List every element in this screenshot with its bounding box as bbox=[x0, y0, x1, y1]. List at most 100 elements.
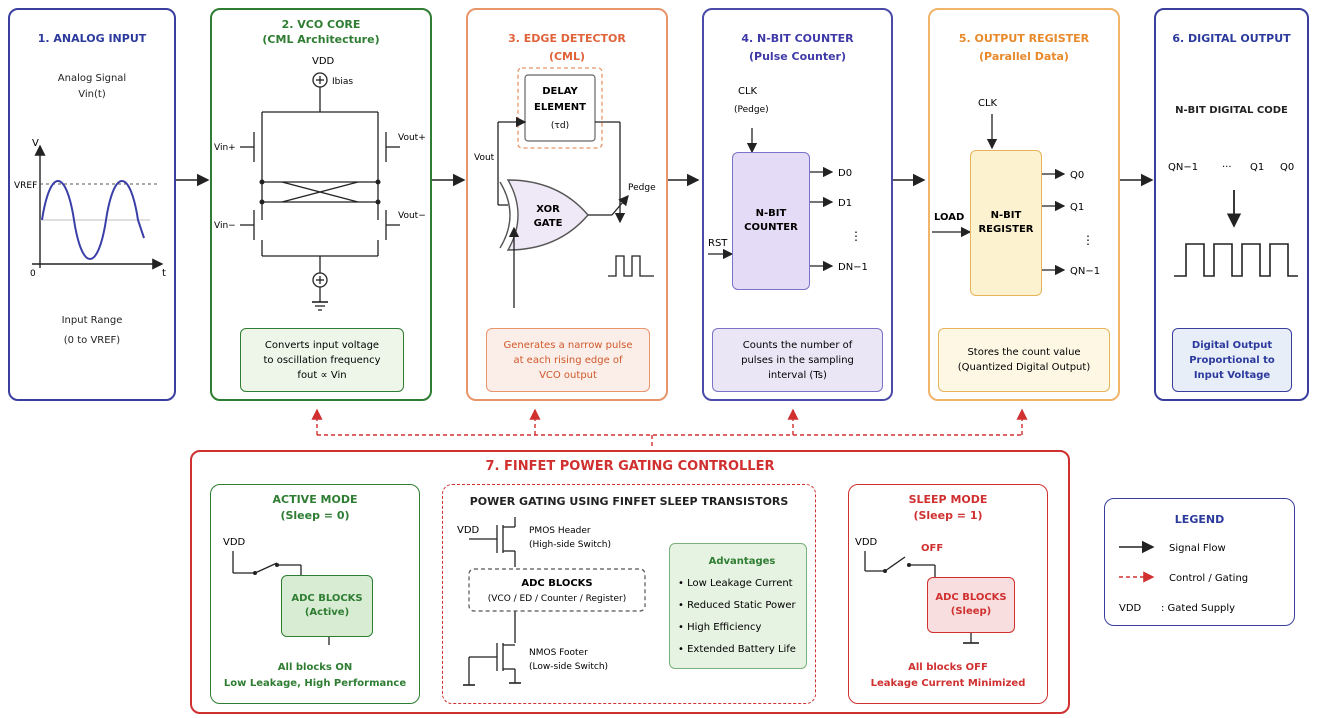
digital-description-box: Digital Output Proportional to Input Vol… bbox=[1172, 328, 1292, 392]
panel-subtitle: (Parallel Data) bbox=[979, 50, 1069, 63]
xor-label-1: XOR bbox=[536, 204, 560, 215]
vref-label: VREF bbox=[14, 181, 37, 191]
legend-entries: Signal Flow Control / Gating VDD : Gated… bbox=[1119, 540, 1248, 614]
legend-signal-flow: Signal Flow bbox=[1169, 543, 1226, 554]
panel-title: 6. DIGITAL OUTPUT bbox=[1172, 32, 1291, 45]
sine-wave-plot: V VREF 0 t bbox=[14, 138, 166, 278]
vdd-label: VDD bbox=[312, 56, 335, 67]
adc-label-2: (VCO / ED / Counter / Register) bbox=[488, 594, 626, 604]
panel-title: 2. VCO CORE bbox=[281, 18, 361, 31]
off-label: OFF bbox=[921, 543, 943, 554]
panel-title: 3. EDGE DETECTOR bbox=[508, 32, 626, 45]
vco-core-panel: 2. VCO CORE (CML Architecture) bbox=[210, 8, 432, 401]
pedge-label: Pedge bbox=[628, 183, 656, 193]
digital-pulse-train bbox=[1174, 243, 1298, 277]
delay-label-2: ELEMENT bbox=[534, 102, 586, 113]
analog-sine-wave bbox=[41, 180, 145, 260]
bit-0-label: Q0 bbox=[1280, 162, 1294, 173]
advantage-item: • Low Leakage Current bbox=[678, 578, 793, 589]
range-label: Input Range bbox=[61, 315, 123, 326]
advantage-item: • Extended Battery Life bbox=[678, 644, 796, 655]
digital-code-graphic: QN−1 ··· Q1 Q0 bbox=[1168, 162, 1298, 277]
out-q0-label: Q0 bbox=[1070, 170, 1084, 181]
range-value: (0 to VREF) bbox=[63, 335, 121, 346]
panel-title: 1. ANALOG INPUT bbox=[37, 32, 147, 45]
control-bus bbox=[311, 408, 1028, 449]
vin-plus-label: Vin+ bbox=[214, 143, 236, 153]
vout-plus-label: Vout+ bbox=[398, 133, 426, 143]
axis-t-label: t bbox=[162, 268, 166, 278]
desc-line: interval (Ts) bbox=[768, 369, 827, 381]
legend-control: Control / Gating bbox=[1169, 573, 1248, 584]
panel-title: 5. OUTPUT REGISTER bbox=[958, 32, 1090, 45]
clk-label: CLK bbox=[978, 98, 998, 109]
advantage-item: • Reduced Static Power bbox=[678, 600, 796, 611]
vout-minus-label: Vout− bbox=[398, 211, 426, 221]
panel-title: 4. N-BIT COUNTER bbox=[741, 32, 854, 45]
xor-gate-symbol bbox=[506, 179, 589, 251]
delay-label-1: DELAY bbox=[542, 86, 578, 97]
center-title: POWER GATING USING FINFET SLEEP TRANSIST… bbox=[469, 495, 789, 508]
sleep-adc-block: ADC BLOCKS (Sleep) bbox=[927, 577, 1015, 633]
desc-line: to oscillation frequency bbox=[263, 354, 381, 366]
sleep-switch-diagram: VDD OFF bbox=[855, 537, 979, 644]
active-switch-diagram: VDD bbox=[223, 537, 330, 645]
desc-formula: fout ∝ Vin bbox=[297, 369, 347, 381]
rst-label: RST bbox=[708, 238, 728, 249]
block-line: N-BIT bbox=[990, 210, 1022, 221]
advantages-title: Advantages bbox=[708, 556, 776, 567]
desc-line: Stores the count value bbox=[967, 347, 1081, 358]
power-gating-detail-box: POWER GATING USING FINFET SLEEP TRANSIST… bbox=[442, 484, 816, 704]
desc-line: Proportional to bbox=[1189, 354, 1275, 366]
vout-label: Vout bbox=[474, 153, 495, 163]
desc-line: Generates a narrow pulse bbox=[503, 339, 633, 351]
vdd-label: VDD bbox=[855, 537, 878, 548]
register-panel: 5. OUTPUT REGISTER (Parallel Data) CLK L… bbox=[928, 8, 1120, 401]
block-line: (Sleep) bbox=[950, 606, 992, 617]
out-d0-label: D0 bbox=[838, 168, 852, 179]
legend-box: LEGEND Signal Flow Control / Gating VDD … bbox=[1104, 498, 1295, 626]
vco-description-box: Converts input voltage to oscillation fr… bbox=[240, 328, 404, 392]
out-d1-label: D1 bbox=[838, 198, 852, 209]
nmos-label-1: NMOS Footer bbox=[529, 648, 588, 658]
axis-v-label: V bbox=[32, 138, 39, 149]
panel-subtitle: (Pulse Counter) bbox=[749, 50, 846, 63]
sleep-transistor-schematic: VDD PMOS Header (High-side Switch) ADC B… bbox=[457, 517, 646, 686]
vco-schematic: VDD Ibias Vin+ Vin− Vout+ Vout− bbox=[214, 56, 426, 311]
bit-1-label: Q1 bbox=[1250, 162, 1264, 173]
signal-symbol: Vin(t) bbox=[78, 89, 106, 100]
clk-label: CLK bbox=[738, 86, 758, 97]
axis-zero-label: 0 bbox=[30, 269, 36, 278]
out-q1-label: Q1 bbox=[1070, 202, 1084, 213]
panel-title: 7. FINFET POWER GATING CONTROLLER bbox=[485, 459, 775, 474]
desc-line: Digital Output bbox=[1191, 339, 1273, 351]
legend-title: LEGEND bbox=[1174, 513, 1225, 526]
edge-detector-panel: 3. EDGE DETECTOR (CML) Vout DELAY ELEMEN… bbox=[466, 8, 668, 401]
sleep-footnote-1: All blocks OFF bbox=[908, 662, 988, 673]
sleep-subtitle: (Sleep = 1) bbox=[913, 509, 983, 522]
out-dots: ⋮ bbox=[850, 229, 862, 243]
edge-description-box: Generates a narrow pulse at each rising … bbox=[486, 328, 650, 392]
sleep-mode-box: SLEEP MODE (Sleep = 1) VDD OFF ADC BLOCK… bbox=[848, 484, 1048, 704]
block-line: ADC BLOCKS bbox=[935, 592, 1007, 603]
advantage-item: • High Efficiency bbox=[678, 622, 762, 633]
out-dots: ⋮ bbox=[1082, 233, 1094, 247]
legend-vdd: VDD bbox=[1119, 603, 1142, 614]
signal-label: Analog Signal bbox=[57, 73, 127, 84]
vdd-label: VDD bbox=[457, 525, 480, 536]
out-dn-label: DN−1 bbox=[838, 262, 868, 273]
counter-panel: 4. N-BIT COUNTER (Pulse Counter) CLK (Pe… bbox=[702, 8, 893, 401]
sleep-footnote-2: Leakage Current Minimized bbox=[870, 678, 1026, 689]
counter-description-box: Counts the number of pulses in the sampl… bbox=[712, 328, 883, 392]
edge-detector-schematic: Vout DELAY ELEMENT (τd) XOR GATE Pedge bbox=[474, 67, 656, 308]
nmos-label-2: (Low-side Switch) bbox=[529, 662, 608, 672]
legend-gated: : Gated Supply bbox=[1161, 603, 1235, 614]
sleep-title: SLEEP MODE bbox=[908, 493, 988, 506]
block-line: REGISTER bbox=[978, 224, 1034, 235]
desc-line: VCO output bbox=[539, 369, 597, 381]
ibias-label: Ibias bbox=[332, 77, 353, 87]
desc-line: Counts the number of bbox=[742, 339, 853, 351]
counter-block: N-BIT COUNTER bbox=[732, 152, 810, 290]
advantages-box: Advantages • Low Leakage Current • Reduc… bbox=[669, 543, 807, 669]
